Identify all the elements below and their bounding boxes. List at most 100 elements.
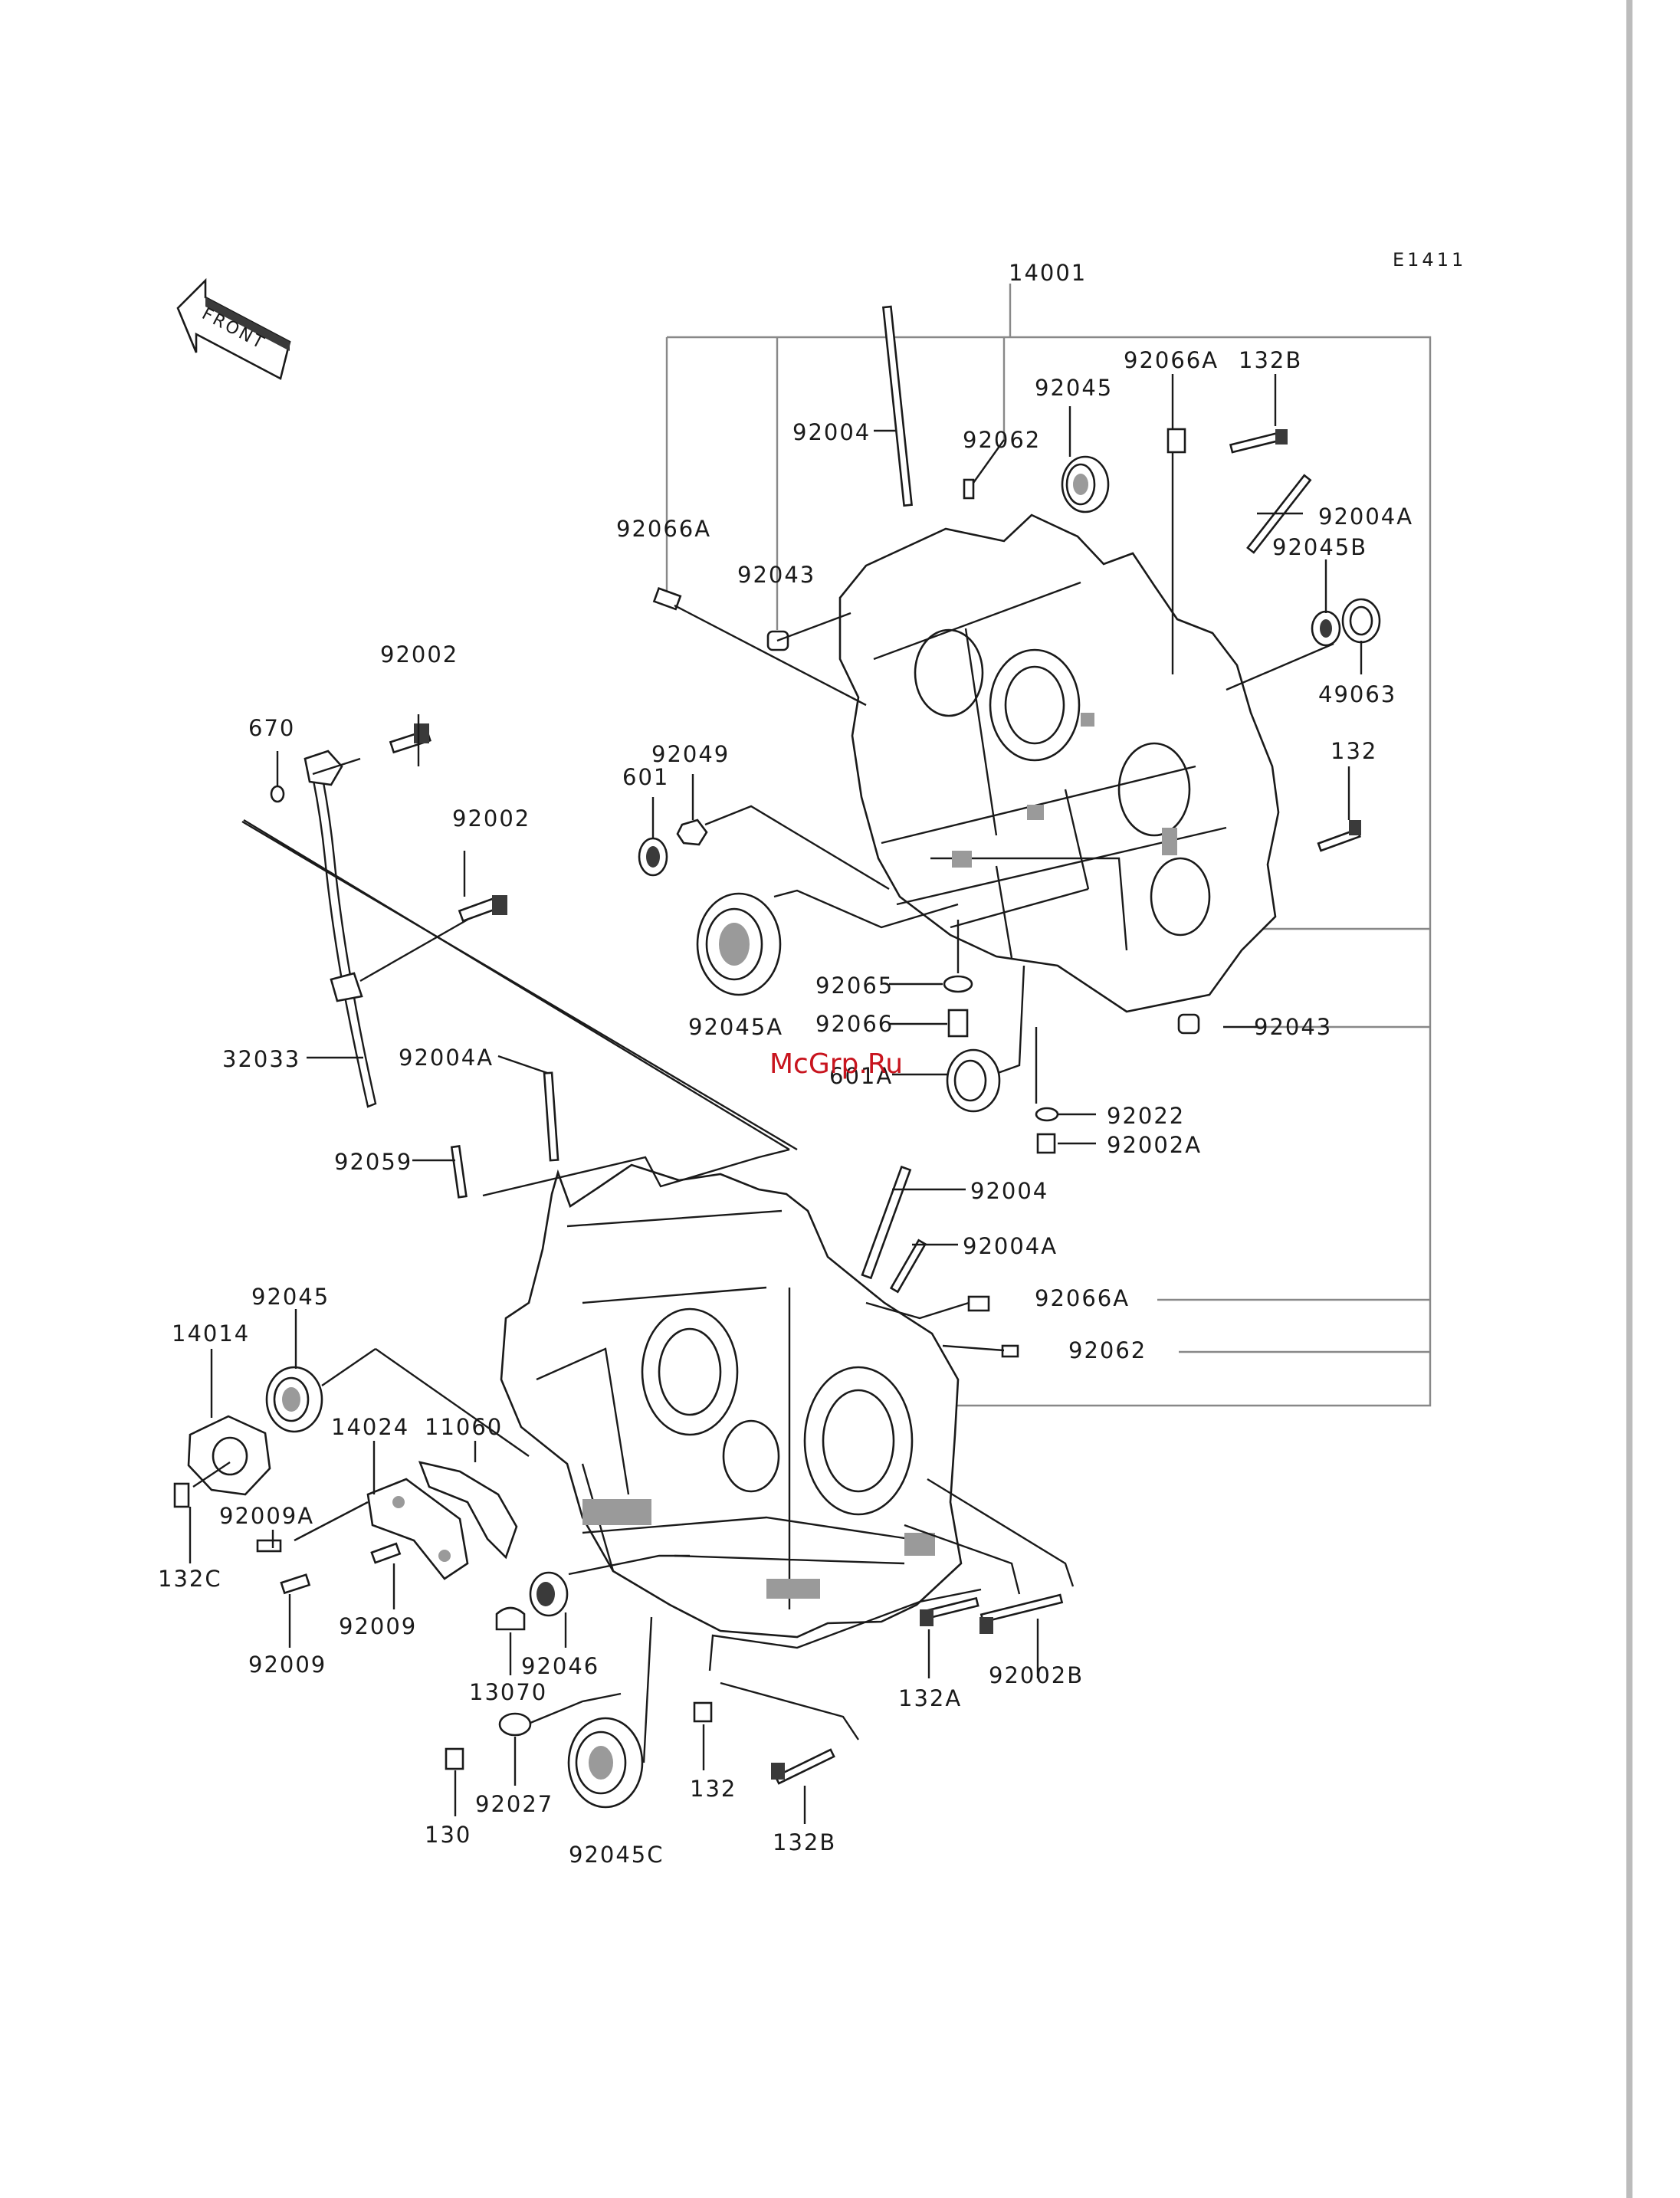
part-label: 132C [158,1566,222,1592]
part-label: 13070 [469,1679,547,1705]
part-label: 92062 [1068,1337,1147,1363]
bolt-92066A-lower [967,1295,990,1312]
part-label: 132 [690,1776,737,1802]
part-label: 92062 [963,427,1041,453]
bolt-92002B [979,1593,1064,1634]
part-label: 92066A [1035,1285,1130,1311]
bolt-92002-a [389,723,431,754]
part-label: 130 [425,1822,471,1848]
bolt-132C [173,1482,190,1508]
part-label: 92045 [251,1284,330,1310]
washer-92065 [943,975,973,993]
plate-11060 [418,1461,518,1560]
bolt-132B-top [1229,429,1288,454]
part-label: 92049 [651,741,730,767]
part-label: 92045B [1272,534,1367,560]
part-label: 92004A [399,1045,494,1071]
part-label: 92009 [248,1652,326,1678]
part-label: 92045 [1035,375,1113,401]
part-label: 601 [622,764,669,790]
scan-edge-bar [1626,0,1632,2198]
part-label: 92066 [815,1011,894,1037]
bolt-132-right [1317,820,1361,852]
part-label: 92004A [1318,504,1413,530]
part-label: 92002B [989,1662,1084,1688]
bolt-132B-lower [771,1748,835,1785]
part-label: 14014 [172,1320,250,1347]
part-label: 92009A [219,1503,314,1529]
part-label: 92009 [339,1613,417,1639]
part-label: 49063 [1318,681,1396,707]
cover-plate-14014 [187,1415,271,1496]
page-code: E1411 [1393,249,1466,271]
bolt-132-lower [693,1701,713,1723]
part-label: 92043 [1254,1014,1332,1040]
part-label: 132A [898,1685,962,1711]
o-ring-670 [270,785,285,803]
bolt-92009A [256,1539,282,1553]
watermark-text: McGrp.Ru [769,1048,903,1080]
bolt-92066A-top [1166,428,1186,454]
part-label: 92002A [1107,1132,1202,1158]
part-label: 92002 [452,805,530,832]
stud-92004-lower [861,1165,912,1280]
bolt-92009-a [370,1542,402,1564]
washer-92027 [498,1712,532,1737]
part-label: 92065 [815,973,894,999]
part-label: 92027 [475,1791,553,1817]
seal-601 [638,837,668,877]
part-label: 92043 [737,562,815,588]
part-label: 92066A [1124,347,1219,373]
bearing-92045-top [1061,455,1110,513]
part-label: 14024 [331,1414,409,1440]
upper-crankcase-half [838,513,1280,1013]
bolt-92059 [450,1145,468,1199]
part-label: 92045A [688,1014,783,1040]
bearing-92045A [696,892,782,996]
seal-92045B [1311,610,1341,647]
part-labels: 14001 92066A 132B 92045 92004 92062 9200… [158,260,1413,1868]
bolt-92009-b [280,1573,311,1595]
part-label: 92004 [792,419,871,445]
bolt-92002-b [458,895,507,923]
stud-92004-top [882,305,913,507]
bearing-92045-left [265,1366,323,1433]
part-label: 92059 [334,1149,412,1175]
bearing-601A [946,1048,1001,1113]
lower-crankcase-half [500,1163,963,1639]
bolt-132A [920,1596,979,1626]
part-label: 92046 [521,1653,599,1679]
plate-14024 [366,1478,469,1580]
cap-13070 [495,1606,526,1631]
bearing-92046 [529,1571,569,1617]
stud-92004A-mid [543,1071,559,1162]
stud-92004A-lower [889,1238,927,1294]
part-label: 92002 [380,641,458,668]
part-label: 132 [1331,738,1377,764]
part-label: 601A [829,1063,893,1089]
bolt-92002A [1036,1133,1056,1154]
part-label: 132B [1239,347,1302,373]
washer-92022 [1035,1107,1059,1122]
dowel-92062-lower [1001,1344,1019,1358]
part-label: 132B [773,1829,836,1855]
part-label: 92045C [569,1842,664,1868]
part-label: 14001 [1009,260,1087,286]
part-label: 92022 [1107,1103,1185,1129]
part-label: 92066A [616,516,711,542]
oil-pipe-32033 [304,750,377,1108]
washer-92049 [676,819,708,846]
seal-49063 [1341,598,1381,644]
bearing-92045C [567,1717,644,1809]
bolt-130 [445,1747,464,1770]
part-label: 11060 [425,1414,503,1440]
dowel-92062-top [963,478,975,500]
part-label: 92004A [963,1233,1058,1259]
plug-92066 [947,1009,969,1038]
part-label: 32033 [222,1046,300,1072]
front-arrow-icon: FRONT [176,277,291,380]
dowel-92043-right [1177,1013,1200,1035]
bolt-92066A-left [652,587,682,611]
part-label: 92004 [970,1178,1048,1204]
